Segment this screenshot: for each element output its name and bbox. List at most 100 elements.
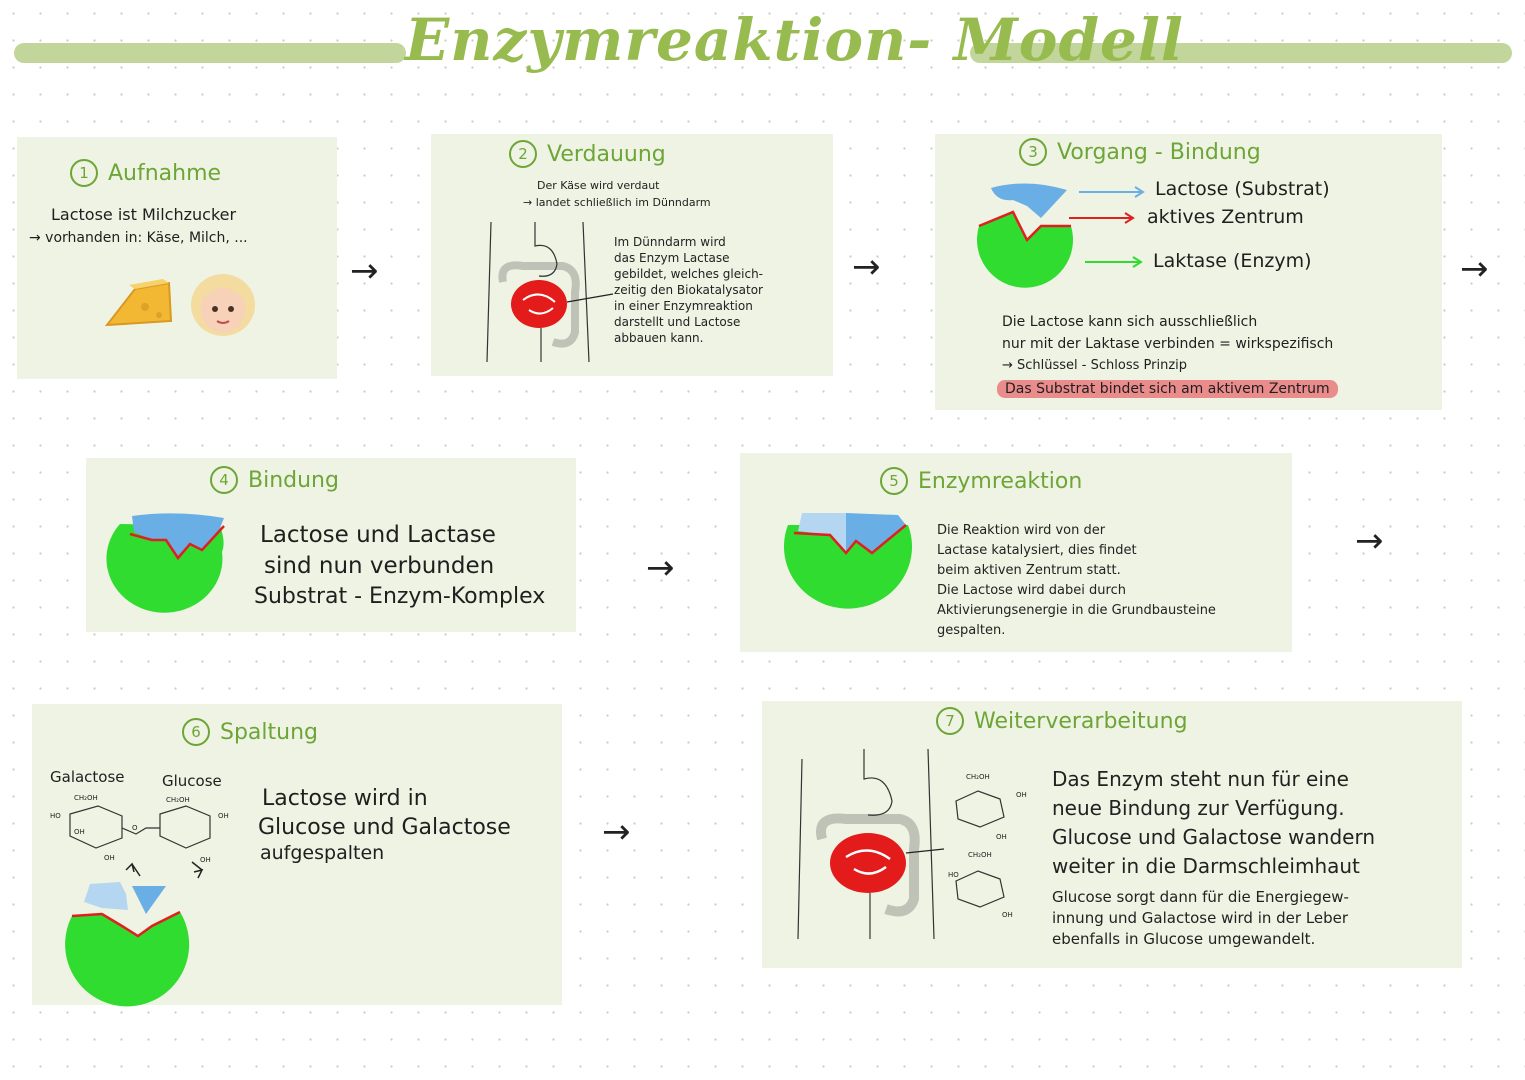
step-1-heading: 1 Aufnahme bbox=[70, 159, 221, 187]
lactose-structure bbox=[69, 805, 211, 849]
chem-label: CH₂OH bbox=[74, 794, 98, 802]
step-5-body-line: Aktivierungsenergie in die Grundbaustein… bbox=[937, 603, 1216, 618]
face-icon bbox=[191, 274, 255, 336]
flow-arrow-2: → bbox=[852, 247, 881, 287]
flow-arrow-1: → bbox=[350, 251, 379, 291]
step-7-body-small-line: ebenfalls in Glucose umgewandelt. bbox=[1052, 930, 1316, 948]
step-2-body-line: abbauen kann. bbox=[614, 331, 704, 345]
step-5-body-line: beim aktiven Zentrum statt. bbox=[937, 563, 1121, 578]
step-5-body-line: Die Lactose wird dabei durch bbox=[937, 583, 1126, 598]
step-2-body-line: Im Dünndarm wird bbox=[614, 235, 726, 249]
step-5-body-line: gespalten. bbox=[937, 623, 1006, 638]
step-2-intro-1: Der Käse wird verdaut bbox=[537, 179, 660, 192]
chem-label: OH bbox=[218, 812, 229, 820]
step-6-line-1: Lactose wird in bbox=[262, 786, 428, 811]
active-site-line bbox=[978, 210, 1071, 243]
step-2-title: Verdauung bbox=[547, 141, 666, 167]
substrate-shape bbox=[991, 183, 1067, 218]
step-2-body-line: darstellt und Lactose bbox=[614, 315, 741, 329]
chem-label: HO bbox=[50, 812, 61, 820]
step-2-body: Im Dünndarm wird das Enzym Lactase gebil… bbox=[614, 234, 763, 346]
step-2-number: 2 bbox=[509, 140, 537, 168]
chem-label: O bbox=[132, 824, 138, 832]
step-7-body-line: Das Enzym steht nun für eine bbox=[1052, 767, 1349, 791]
step-4-heading: 4 Bindung bbox=[210, 466, 339, 494]
enzyme-substrate-complex bbox=[106, 513, 225, 613]
chem-label: OH bbox=[104, 854, 115, 862]
step-3-title: Vorgang - Bindung bbox=[1057, 139, 1261, 165]
step-6-line-3: aufgespalten bbox=[260, 842, 385, 864]
step-4-title: Bindung bbox=[248, 467, 339, 493]
chem-label: OH bbox=[1016, 791, 1027, 799]
step-3-line-1: Die Lactose kann sich ausschließlich bbox=[1002, 314, 1258, 330]
glucose-galactose-structures bbox=[955, 790, 1005, 908]
step-7-body-small-line: innung und Galactose wird in der Leber bbox=[1052, 909, 1349, 927]
step-4-line-1: Lactose und Lactase bbox=[260, 522, 496, 548]
enzyme-split-model bbox=[65, 861, 204, 1007]
step-3-highlight: Das Substrat bindet sich am aktivem Zent… bbox=[997, 380, 1338, 398]
step-2-body-line: zeitig den Biokatalysator bbox=[614, 283, 763, 297]
step-6-line-2: Glucose und Galactose bbox=[258, 815, 511, 840]
enzyme-substrate-model bbox=[977, 183, 1073, 288]
step-7-heading: 7 Weiterverarbeitung bbox=[936, 707, 1188, 735]
chem-label: OH bbox=[200, 856, 211, 864]
step-5-body-line: Lactase katalysiert, dies findet bbox=[937, 543, 1137, 558]
chem-label: CH₂OH bbox=[966, 773, 990, 781]
step-5-heading: 5 Enzymreaktion bbox=[880, 467, 1082, 495]
label-glucose: Glucose bbox=[162, 772, 222, 790]
digestive-system-illustration bbox=[797, 748, 945, 940]
card-step-7: 7 Weiterverarbeitung CH₂OH OH OH CH₂OH H… bbox=[762, 701, 1462, 968]
step-2-body-line: gebildet, welches gleich- bbox=[614, 267, 764, 281]
step-2-body-line: das Enzym Lactase bbox=[614, 251, 730, 265]
label-galactose: Galactose bbox=[50, 768, 125, 786]
cheese-icon bbox=[104, 279, 173, 327]
card-step-6: 6 Spaltung Galactose Glucose CH₂OH CH₂OH… bbox=[32, 704, 562, 1007]
flow-arrow-3: → bbox=[1460, 249, 1489, 289]
flow-arrow-4: → bbox=[646, 548, 675, 588]
chem-label: CH₂OH bbox=[166, 796, 190, 804]
step-3-line-3: → Schlüssel - Schloss Prinzip bbox=[1002, 358, 1188, 373]
title-bar-right bbox=[970, 43, 1512, 63]
step-1-line-2: → vorhanden in: Käse, Milch, ... bbox=[29, 230, 248, 246]
step-2-intro-2: → landet schließlich im Dünndarm bbox=[523, 196, 711, 209]
step-2-body-line: in einer Enzymreaktion bbox=[614, 299, 753, 313]
step-5-number: 5 bbox=[880, 467, 908, 495]
step-6-title: Spaltung bbox=[220, 719, 319, 745]
step-7-body-line: weiter in die Darmschleimhaut bbox=[1052, 854, 1360, 878]
step-7-title: Weiterverarbeitung bbox=[974, 708, 1188, 734]
step-2-heading: 2 Verdauung bbox=[509, 140, 666, 168]
step-1-line-1: Lactose ist Milchzucker bbox=[51, 205, 237, 224]
step-7-number: 7 bbox=[936, 707, 964, 735]
label-substrate: Lactose (Substrat) bbox=[1155, 178, 1330, 200]
step-7-body-line: neue Bindung zur Verfügung. bbox=[1052, 796, 1345, 820]
page-title: Enzymreaktion- Modell bbox=[405, 6, 1184, 74]
enzyme-shape bbox=[977, 212, 1073, 288]
chem-label: CH₂OH bbox=[968, 851, 992, 859]
step-7-body-small: Glucose sorgt dann für die Energiegew- i… bbox=[1052, 887, 1349, 950]
card-step-3: 3 Vorgang - Bindung Lactose (Substrat) a… bbox=[935, 134, 1442, 410]
step-7-body: Das Enzym steht nun für eine neue Bindun… bbox=[1052, 765, 1375, 881]
card-step-1: 1 Aufnahme Lactose ist Milchzucker → vor… bbox=[17, 137, 337, 379]
digestive-system-illustration bbox=[486, 221, 614, 363]
step-7-body-line: Glucose und Galactose wandern bbox=[1052, 825, 1376, 849]
flow-arrow-5: → bbox=[1355, 521, 1384, 561]
step-3-number: 3 bbox=[1019, 138, 1047, 166]
label-arrows bbox=[1069, 186, 1145, 268]
label-active-site: aktives Zentrum bbox=[1147, 206, 1304, 228]
card-step-5: 5 Enzymreaktion Die Reaktion wird von de… bbox=[740, 453, 1292, 652]
flow-arrow-6: → bbox=[602, 812, 631, 852]
card-step-4: 4 Bindung Lactose und Lactase sind nun v… bbox=[86, 458, 576, 632]
step-6-heading: 6 Spaltung bbox=[182, 718, 318, 746]
step-4-line-3: Substrat - Enzym-Komplex bbox=[254, 584, 546, 609]
chem-label: OH bbox=[996, 833, 1007, 841]
label-enzyme: Laktase (Enzym) bbox=[1153, 250, 1312, 272]
title-bar-left bbox=[14, 43, 406, 63]
step-7-body-small-line: Glucose sorgt dann für die Energiegew- bbox=[1052, 888, 1349, 906]
step-5-body: Die Reaktion wird von der Lactase kataly… bbox=[937, 521, 1216, 641]
step-3-heading: 3 Vorgang - Bindung bbox=[1019, 138, 1261, 166]
step-4-number: 4 bbox=[210, 466, 238, 494]
step-4-line-2: sind nun verbunden bbox=[264, 553, 495, 579]
step-1-number: 1 bbox=[70, 159, 98, 187]
chem-label: OH bbox=[74, 828, 85, 836]
chem-label: HO bbox=[948, 871, 959, 879]
